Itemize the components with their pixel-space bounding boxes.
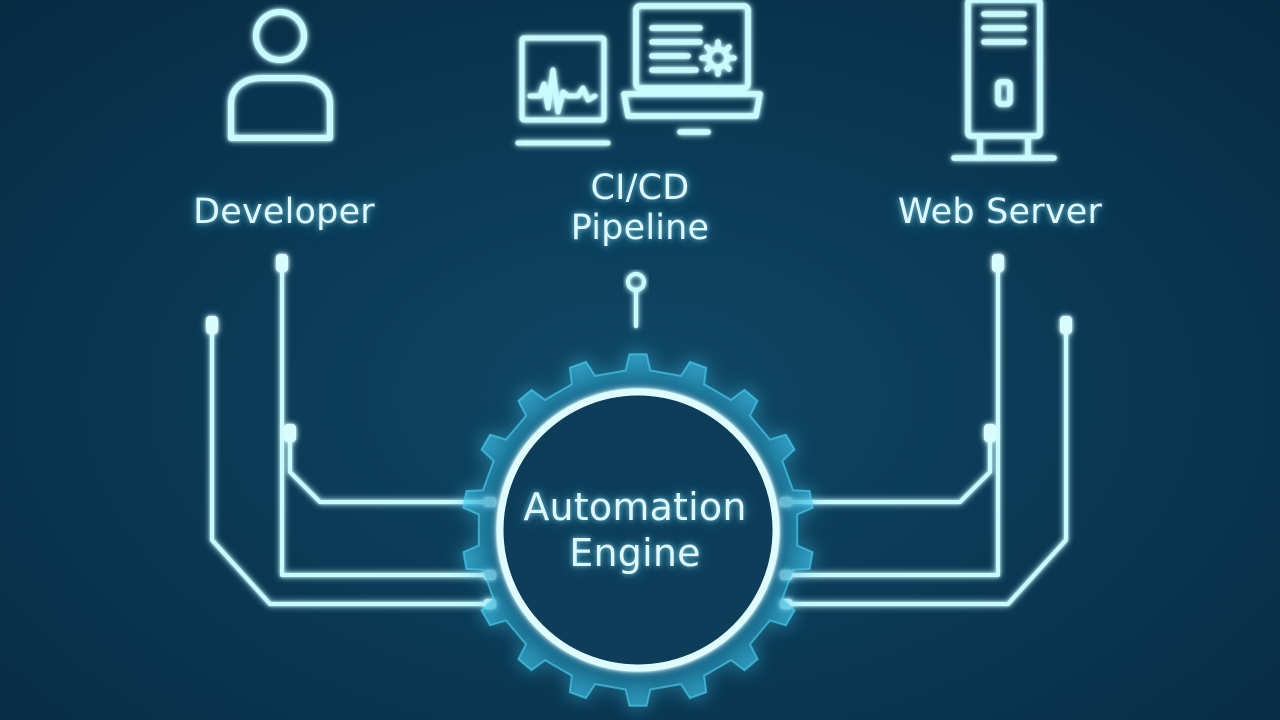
pad-left-outer — [206, 316, 218, 334]
cicd-label-line1: CI/CD — [590, 168, 690, 208]
pad-right-middle — [992, 254, 1004, 272]
pad-right-outer — [1060, 316, 1072, 334]
developer-label: Developer — [193, 192, 375, 232]
pad-top-ring — [626, 272, 646, 292]
cicd-label-line2: Pipeline — [570, 208, 710, 248]
pad-right-inner — [984, 424, 996, 442]
laptop-gear-icon — [621, 3, 763, 135]
connector-line-right-outer — [780, 328, 1068, 606]
engine-label-line2: Engine — [569, 531, 701, 575]
connector-line-left-outer — [210, 328, 496, 606]
connector-line-left-inner — [288, 434, 496, 504]
engine-ring — [496, 388, 780, 672]
connector-lines — [210, 266, 1068, 606]
server-tower-icon — [951, 0, 1057, 161]
waveform-monitor-icon — [515, 35, 611, 146]
person-icon — [228, 9, 333, 141]
gear-icon — [462, 353, 814, 707]
connector-line-right-middle — [780, 266, 1000, 577]
web-server-label: Web Server — [897, 192, 1103, 232]
cicd-pipeline-label: CI/CD Pipeline — [540, 168, 740, 248]
pad-left-inner — [284, 424, 296, 442]
connector-line-right-inner — [780, 434, 992, 504]
automation-engine-label: Automation Engine — [490, 484, 780, 576]
engine-label-line1: Automation — [523, 485, 747, 529]
pad-left-middle — [276, 254, 288, 272]
connector-line-left-middle — [280, 266, 496, 577]
